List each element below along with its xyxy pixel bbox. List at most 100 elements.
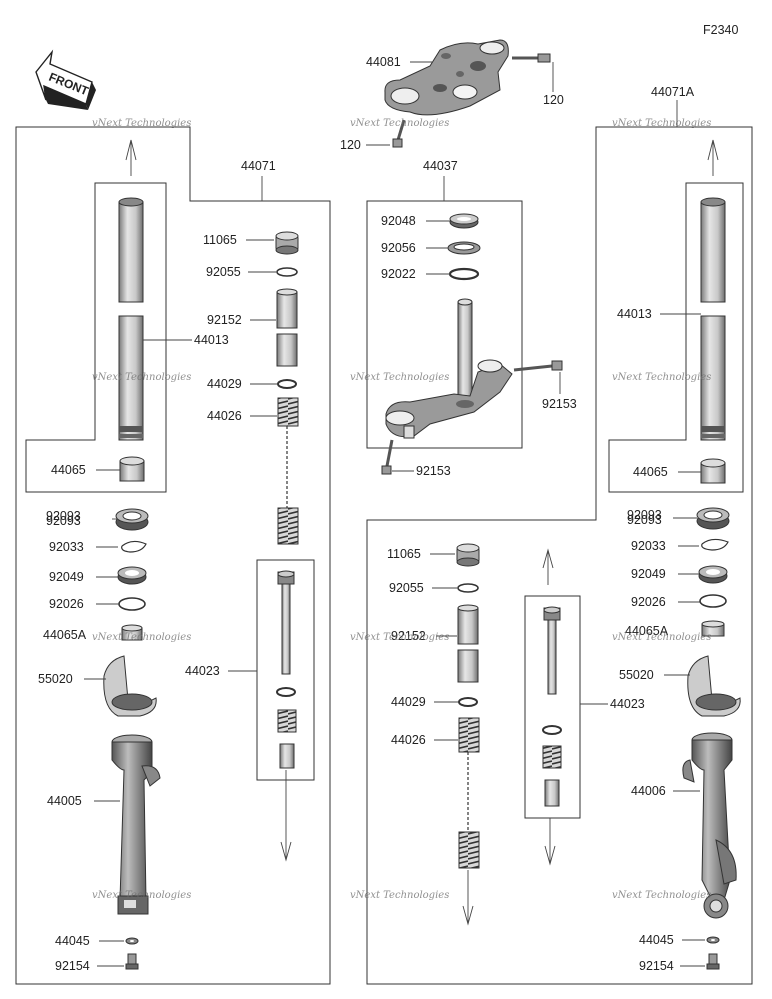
- left-fork-spring: [277, 397, 299, 545]
- watermark-11: vNext Technologies: [350, 890, 449, 901]
- label-stem-washer: 92056: [381, 241, 416, 255]
- stem-bolt-lower: [381, 439, 394, 475]
- watermark-4: vNext Technologies: [92, 372, 191, 383]
- right-washer: [699, 594, 727, 608]
- stem-bolt-upper: [513, 360, 563, 372]
- right-fork-frame: [366, 126, 753, 985]
- left-outer-tube: [111, 734, 161, 915]
- watermark-7: vNext Technologies: [92, 632, 191, 643]
- label-left-fork-cover: 55020: [38, 672, 73, 686]
- label-left-o-ring: 92055: [206, 265, 241, 279]
- figure-code: F2340: [703, 23, 738, 37]
- label-right-bottom-bolt: 92154: [639, 959, 674, 973]
- label-right-seal-b: 92093: [627, 513, 662, 527]
- label-stem-assy: 44037: [423, 159, 458, 173]
- label-left-outer-tube: 44005: [47, 794, 82, 808]
- label-right-cap: 11065: [387, 547, 421, 561]
- left-spring-seat: [277, 379, 297, 389]
- label-left-washer: 92026: [49, 597, 84, 611]
- right-inner-tube: [700, 197, 726, 441]
- right-dust-seal: [696, 507, 730, 530]
- steering-stem: [385, 298, 513, 439]
- watermark-12: vNext Technologies: [612, 890, 711, 901]
- label-left-clip: 92033: [49, 540, 84, 554]
- left-gasket: [125, 937, 139, 945]
- stem-washer: [447, 241, 481, 255]
- label-left-gasket: 44045: [55, 934, 90, 948]
- left-dust-seal: [115, 508, 149, 531]
- label-right-spring-seat: 44029: [391, 695, 426, 709]
- left-oil-seal: [117, 566, 147, 585]
- label-left-spring: 44026: [207, 409, 242, 423]
- label-left-bush: 44065: [51, 463, 86, 477]
- watermark-9: vNext Technologies: [612, 632, 711, 643]
- left-collar-pipe: [276, 288, 298, 367]
- right-oil-seal: [698, 565, 728, 584]
- right-fork-cylinder: [542, 606, 562, 807]
- label-left-bottom-bolt: 92154: [55, 959, 90, 973]
- left-cap-bolt: [275, 231, 299, 255]
- label-left-bush-a: 44065A: [43, 628, 87, 642]
- label-left-seal-b: 92093: [46, 514, 81, 528]
- left-clip: [121, 540, 147, 553]
- label-top-bolt-left: 120: [340, 138, 361, 152]
- label-stem-bolt-upper: 92153: [542, 397, 577, 411]
- label-right-cylinder: 44023: [610, 697, 645, 711]
- watermark-3: vNext Technologies: [612, 118, 711, 129]
- right-fork-spring: [458, 717, 480, 869]
- stem-o-ring: [448, 267, 480, 281]
- label-right-bush: 44065: [633, 465, 668, 479]
- label-left-pipe: 92152: [207, 313, 242, 327]
- label-right-seal-a: 92093: [627, 508, 662, 522]
- watermark-8: vNext Technologies: [350, 632, 449, 643]
- label-right-inner-tube: 44013: [617, 307, 652, 321]
- label-right-bush-a: 44065A: [625, 624, 669, 638]
- label-right-fork-assy: 44071A: [651, 85, 695, 99]
- label-left-spring-seat: 44029: [207, 377, 242, 391]
- label-right-gasket: 44045: [639, 933, 674, 947]
- label-stem-bolt-lower: 92153: [416, 464, 451, 478]
- left-fork-frame: [15, 126, 331, 985]
- watermark-10: vNext Technologies: [92, 890, 191, 901]
- label-right-pipe: 92152: [391, 629, 426, 643]
- right-cap-bolt: [456, 543, 480, 567]
- label-right-clip: 92033: [631, 539, 666, 553]
- watermarks: vNext Technologies vNext Technologies vN…: [92, 118, 711, 901]
- label-left-inner-tube: 44013: [194, 333, 229, 347]
- stem-seal: [449, 213, 479, 229]
- left-bush-a: [121, 624, 143, 641]
- left-fork-cover: [103, 655, 157, 717]
- right-clip: [701, 538, 729, 551]
- right-fork-cover: [687, 655, 741, 717]
- label-right-washer: 92026: [631, 595, 666, 609]
- label-right-o-ring: 92055: [389, 581, 424, 595]
- right-o-ring: [457, 583, 479, 593]
- stem-frame: [366, 200, 523, 449]
- label-left-seal-a: 92093: [46, 509, 81, 523]
- label-right-spring: 44026: [391, 733, 426, 747]
- left-o-ring: [276, 267, 298, 277]
- front-arrow-icon: FRONT: [35, 49, 96, 110]
- label-top-bracket: 44081: [366, 55, 401, 69]
- watermark-1: vNext Technologies: [92, 118, 191, 129]
- watermark-6: vNext Technologies: [612, 372, 711, 383]
- left-bottom-bolt: [125, 953, 139, 970]
- left-inner-tube: [118, 197, 144, 441]
- right-collar-pipe: [457, 604, 479, 683]
- top-bracket-bolt-left: [392, 119, 406, 148]
- top-bracket: [384, 39, 509, 116]
- label-stem-o-ring: 92022: [381, 267, 416, 281]
- watermark-5: vNext Technologies: [350, 372, 449, 383]
- right-gasket: [706, 936, 720, 944]
- right-spring-seat: [458, 697, 478, 707]
- left-washer: [118, 597, 146, 611]
- right-outer-tube: [682, 732, 737, 919]
- left-fork-cylinder: [276, 570, 297, 769]
- label-right-fork-cover: 55020: [619, 668, 654, 682]
- right-bush: [700, 458, 726, 484]
- label-top-bolt-right: 120: [543, 93, 564, 107]
- left-bush: [119, 456, 145, 482]
- top-bracket-bolt-right: [512, 53, 551, 63]
- right-bush-a: [701, 620, 725, 637]
